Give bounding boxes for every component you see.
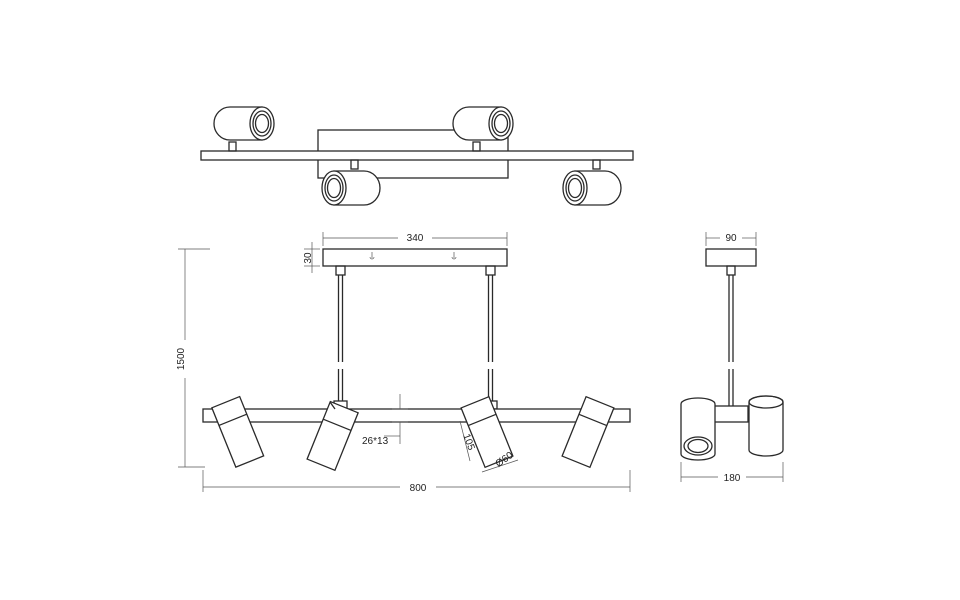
front-view-canopy [322, 248, 508, 267]
suspension-mount [485, 265, 496, 276]
side-view-bar [713, 405, 749, 423]
dim-overall-width: 800 [410, 483, 427, 494]
dim-side-canopy-width: 90 [725, 233, 737, 244]
top-view-spot [562, 159, 622, 206]
spot-arm [329, 401, 336, 410]
dim-canopy-height: 30 [303, 252, 314, 264]
front-view-spot [211, 395, 265, 468]
dim-canopy-width: 340 [407, 233, 424, 244]
dim-side-spot-span: 180 [724, 473, 741, 484]
side-view [680, 248, 784, 461]
suspension-rod [483, 275, 498, 410]
dimension-lines [178, 232, 784, 492]
top-view-spot [452, 106, 514, 152]
suspension-mount [726, 265, 736, 276]
suspension-mount [335, 265, 346, 276]
front-view-spot [561, 395, 615, 469]
front-view-spot [306, 400, 359, 472]
front-view [202, 248, 631, 472]
suspension-rod [333, 275, 348, 410]
dim-overall-height: 1500 [176, 347, 187, 370]
top-view-spot [321, 159, 381, 206]
suspension-rod [728, 275, 734, 406]
top-view-spot [213, 106, 275, 152]
side-view-spot [748, 395, 784, 457]
dim-bar-section: 26*13 [362, 436, 389, 447]
front-view-bar [202, 408, 631, 423]
screw-icon [451, 252, 457, 260]
screw-icon [369, 252, 375, 260]
top-view [200, 106, 634, 206]
front-view-spot [460, 395, 514, 469]
side-view-canopy [705, 248, 757, 267]
side-view-spot [680, 397, 716, 461]
top-view-bar [200, 150, 634, 161]
